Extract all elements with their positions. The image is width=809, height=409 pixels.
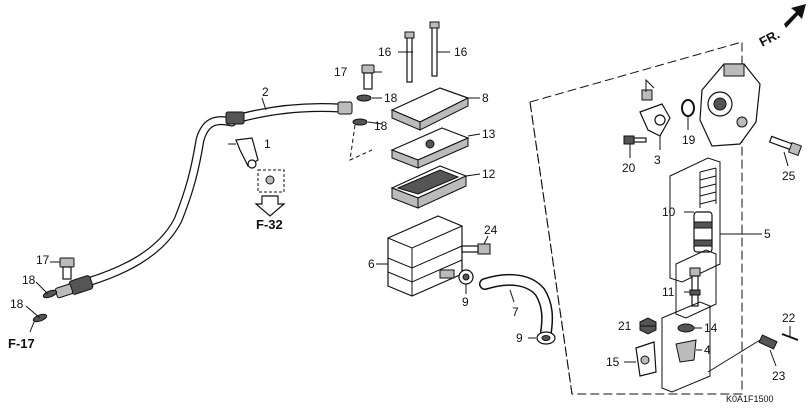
label-part-20: 20 [622, 161, 636, 175]
reference-f32: F-32 [256, 217, 283, 232]
label-part-8: 8 [482, 91, 489, 105]
joint-fitting-3 [639, 89, 671, 137]
hose-clip-9-upper [458, 269, 474, 285]
label-part-18-mid: 18 [374, 119, 388, 133]
push-rod-box [675, 249, 717, 319]
assembly-outline [529, 41, 743, 395]
label-part-18-upper: 18 [384, 91, 398, 105]
label-part-14: 14 [704, 321, 718, 335]
reservoir-hose [479, 273, 554, 338]
piston-10 [693, 211, 713, 253]
leader-lines [25, 51, 791, 373]
bolt-17-lower [59, 257, 75, 280]
label-part-4: 4 [704, 343, 711, 357]
label-part-13: 13 [482, 127, 496, 141]
label-part-9-lower: 9 [516, 331, 523, 345]
label-part-23: 23 [772, 369, 786, 383]
label-part-25: 25 [782, 169, 796, 183]
reservoir-cap [390, 87, 470, 131]
front-arrow-icon [784, 4, 806, 28]
label-part-21: 21 [618, 319, 632, 333]
label-part-9-upper: 9 [462, 295, 469, 309]
label-part-3: 3 [654, 153, 661, 167]
screw-16-right [429, 21, 440, 77]
f17-leader [29, 321, 35, 333]
joint-pin-23 [758, 334, 778, 350]
master-cylinder-body [699, 63, 761, 147]
label-part-18-bottom: 18 [10, 297, 24, 311]
clevis-15 [635, 341, 657, 377]
piston-set-box [669, 157, 721, 283]
brake-hose [54, 101, 353, 299]
cotter-pin-22 [781, 333, 799, 341]
part-labels: 2 1 17 18 18 16 16 8 13 12 6 24 9 7 9 3 … [10, 45, 796, 383]
f32-reference-marker [254, 169, 286, 217]
label-part-24: 24 [484, 223, 498, 237]
label-part-5: 5 [764, 227, 771, 241]
front-direction-marker: FR. [757, 4, 806, 50]
label-part-15: 15 [606, 355, 620, 369]
push-rod-11 [689, 267, 701, 307]
front-label: FR. [757, 26, 783, 49]
label-part-11: 11 [662, 285, 675, 299]
screw-20 [623, 135, 647, 145]
drawing-code: K0A1F1500 [726, 394, 774, 404]
washer-14 [677, 323, 695, 333]
washer-18-lower [32, 289, 58, 323]
label-part-7: 7 [512, 305, 519, 319]
bolt-24 [461, 243, 491, 255]
reference-f17: F-17 [8, 336, 35, 351]
label-part-16-right: 16 [454, 45, 468, 59]
screw-16-left [404, 31, 415, 83]
diaphragm [390, 165, 468, 209]
label-part-18-lower: 18 [22, 273, 36, 287]
label-part-19: 19 [682, 133, 696, 147]
label-part-2: 2 [262, 85, 269, 99]
label-part-6: 6 [368, 257, 375, 271]
bolt-17-upper [361, 64, 375, 90]
boot-4 [675, 339, 697, 363]
bolt-25 [768, 135, 803, 157]
washer-18-upper [349, 94, 373, 161]
o-ring-19 [681, 99, 695, 117]
label-part-10: 10 [662, 205, 676, 219]
label-part-17-upper: 17 [334, 65, 348, 79]
boot-box [661, 301, 711, 393]
label-part-17-lower: 17 [36, 253, 50, 267]
diaphragm-plate [390, 127, 470, 169]
label-part-22: 22 [782, 311, 796, 325]
hose-clamp [235, 137, 259, 169]
label-part-1: 1 [264, 137, 271, 151]
hose-clip-9-lower [536, 331, 556, 345]
label-part-12: 12 [482, 167, 496, 181]
reservoir-tank [387, 215, 463, 297]
label-part-16-left: 16 [378, 45, 392, 59]
spring [699, 167, 717, 208]
